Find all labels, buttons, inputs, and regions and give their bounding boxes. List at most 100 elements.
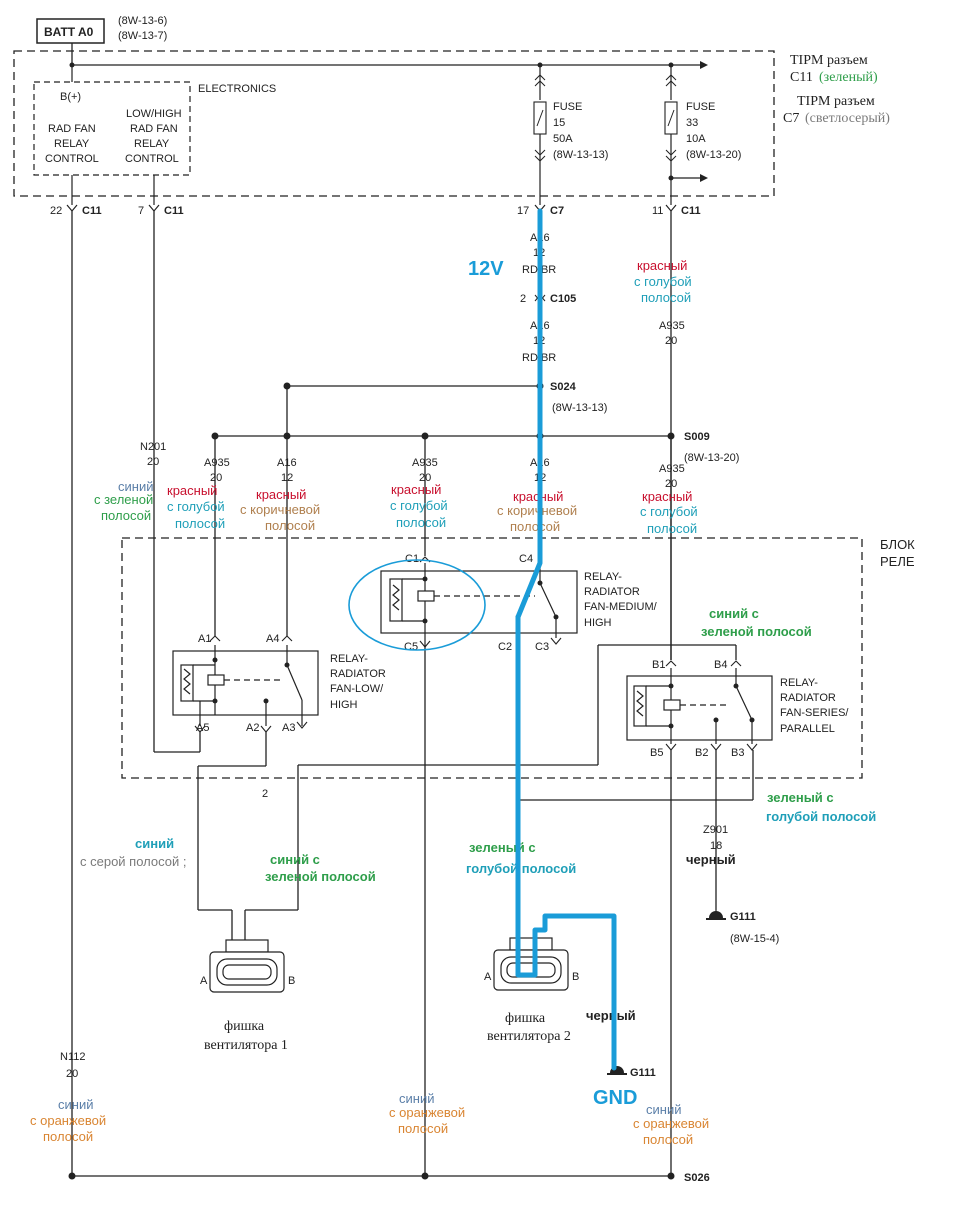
tipm-c11-name: C11 bbox=[790, 70, 813, 85]
g111-1-ref: (8W-15-4) bbox=[730, 933, 779, 945]
g111-2-label: G111 bbox=[630, 1067, 656, 1079]
rad-fan-line-2: RELAY bbox=[54, 138, 90, 150]
a1-with-blue: с голубой bbox=[167, 499, 225, 514]
fuse-33-ref: (8W-13-20) bbox=[686, 149, 741, 161]
fan2-pin-b: B bbox=[572, 971, 579, 983]
c5-with-orange: с оранжевой bbox=[389, 1105, 465, 1120]
relay-low-pins bbox=[194, 635, 308, 733]
c11-22-name: C11 bbox=[82, 205, 102, 217]
n201-blue: синий bbox=[118, 479, 153, 494]
tipm-c7-title: TIPM разъем bbox=[797, 94, 875, 109]
a935-c-gauge: 20 bbox=[419, 472, 431, 484]
relay-low-dot-2 bbox=[284, 662, 290, 668]
a1-stripe: полосой bbox=[175, 516, 225, 531]
s009-node bbox=[667, 432, 675, 440]
b4-blue-with: синий с bbox=[709, 606, 759, 621]
pin-b4: B4 bbox=[714, 659, 727, 671]
fan1-pin-b: B bbox=[288, 975, 295, 987]
a4-with-brown: с коричневой bbox=[240, 502, 320, 517]
low-high-line-1: LOW/HIGH bbox=[126, 108, 182, 120]
relay-medium-high bbox=[380, 563, 578, 645]
n201-with-green: с зеленой bbox=[94, 492, 153, 507]
b4-green-stripe: зеленой полосой bbox=[701, 624, 812, 639]
black-wires bbox=[71, 211, 754, 1177]
c7-17-pin: 17 bbox=[517, 205, 529, 217]
relay-med-dot-2 bbox=[422, 618, 428, 624]
s026-dot-2 bbox=[421, 1172, 429, 1180]
fan1-green-stripe: зеленой полосой bbox=[265, 869, 376, 884]
fuse-33 bbox=[664, 65, 708, 205]
n201-code: N201 bbox=[140, 441, 166, 453]
c4-stripe: полосой bbox=[510, 519, 560, 534]
fan2-pin-a: A bbox=[484, 971, 492, 983]
b1-red: красный bbox=[642, 489, 692, 504]
fan2-label-1: фишка bbox=[505, 1011, 546, 1026]
pin-c1: C1 bbox=[405, 553, 419, 565]
pin-c5: C5 bbox=[404, 641, 418, 653]
pin-c3: C3 bbox=[535, 641, 549, 653]
relay-block-title-2: РЕЛЕ bbox=[880, 554, 915, 569]
s009-dot-2 bbox=[283, 432, 291, 440]
fuse-15-num: 15 bbox=[553, 117, 565, 129]
ground-g111-1 bbox=[706, 910, 726, 920]
s026-node bbox=[667, 1172, 675, 1180]
right-stripe: полосой bbox=[641, 290, 691, 305]
c105-pin: 2 bbox=[520, 293, 526, 305]
a935-a-code: A935 bbox=[204, 457, 230, 469]
relay-med-dot-1 bbox=[422, 576, 428, 582]
relay-sp-label-1: RELAY- bbox=[780, 677, 818, 689]
fuse-15-name: FUSE bbox=[553, 101, 582, 113]
fan2-black: черный bbox=[586, 1008, 636, 1023]
connector-symbols bbox=[66, 204, 677, 212]
fan2-label-2: вентилятора 2 bbox=[487, 1029, 571, 1044]
c7-17-name: C7 bbox=[550, 205, 564, 217]
pin-b3: B3 bbox=[731, 747, 744, 759]
b-plus-label: B(+) bbox=[60, 91, 81, 103]
bus-arrow bbox=[700, 61, 708, 69]
electronics-box bbox=[33, 81, 191, 176]
fan1-blue: синий bbox=[135, 836, 174, 851]
relay-med-label-3: FAN-MEDIUM/ bbox=[584, 601, 658, 613]
relay-low-label-3: FAN-LOW/ bbox=[330, 683, 384, 695]
fuse-33-num: 33 bbox=[686, 117, 698, 129]
c1-stripe: полосой bbox=[396, 515, 446, 530]
n112-stripe: полосой bbox=[43, 1129, 93, 1144]
fuse-15 bbox=[533, 65, 547, 205]
c4-with-brown: с коричневой bbox=[497, 503, 577, 518]
fan-connector-1 bbox=[209, 939, 285, 993]
c11-22-pin: 22 bbox=[50, 205, 62, 217]
relay-sp-dot-1 bbox=[668, 683, 674, 689]
s024-dot bbox=[283, 382, 291, 390]
fan2-blue-stripe: голубой полосой bbox=[466, 861, 576, 876]
s024-ref: (8W-13-13) bbox=[552, 402, 607, 414]
relay-low-high bbox=[172, 645, 319, 726]
pin-a1: A1 bbox=[198, 633, 211, 645]
wire-mark-2: 2 bbox=[262, 788, 268, 800]
fan1-blue-with: синий с bbox=[270, 852, 320, 867]
a16-b-code: A16 bbox=[277, 457, 297, 469]
b5-blue: синий bbox=[646, 1102, 681, 1117]
relay-med-label-1: RELAY- bbox=[584, 571, 622, 583]
a1-red: красный bbox=[167, 483, 217, 498]
batt-ref-2: (8W-13-7) bbox=[118, 30, 167, 42]
a935-e-code: A935 bbox=[659, 463, 685, 475]
s009-ref: (8W-13-20) bbox=[684, 452, 739, 464]
batt-ref-1: (8W-13-6) bbox=[118, 15, 167, 27]
relay-block bbox=[121, 537, 863, 779]
s009-dot-1 bbox=[211, 432, 219, 440]
electronics-label: ELECTRONICS bbox=[198, 83, 276, 95]
relay-low-dot-1 bbox=[212, 657, 218, 663]
label-12v: 12V bbox=[468, 258, 504, 280]
relay-sp-dot-3 bbox=[733, 683, 739, 689]
c11-7-name: C11 bbox=[164, 205, 184, 217]
a935-c-code: A935 bbox=[412, 457, 438, 469]
tipm-c7-color: (светлосерый) bbox=[805, 111, 890, 126]
fuse-33-amp: 10A bbox=[686, 133, 706, 145]
relay-sp-dot-2 bbox=[668, 723, 674, 729]
n201-gauge: 20 bbox=[147, 456, 159, 468]
pin-a5: A5 bbox=[196, 722, 209, 734]
rad-fan-line-1: RAD FAN bbox=[48, 123, 96, 135]
fuse-15-ref: (8W-13-13) bbox=[553, 149, 608, 161]
tipm-c7-name: C7 bbox=[783, 111, 799, 126]
n112-gauge: 20 bbox=[66, 1068, 78, 1080]
